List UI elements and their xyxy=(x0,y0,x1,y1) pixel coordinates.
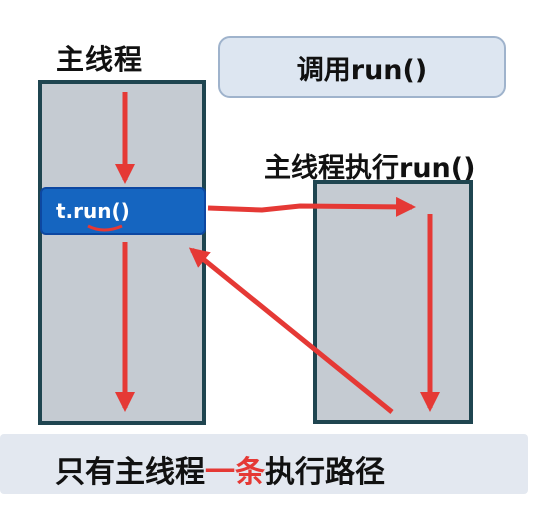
arrow-call-to-run xyxy=(207,196,416,217)
arrow-return xyxy=(188,247,394,414)
footer-before: 只有主线程 xyxy=(55,455,205,490)
call-box-label: t.run() xyxy=(56,199,130,223)
call-underline xyxy=(87,224,123,232)
footer-banner xyxy=(0,434,528,494)
call-run-badge-label: 调用run() xyxy=(296,54,428,86)
side-thread-title: 主线程执行run() xyxy=(264,153,476,184)
footer-highlight: 一条 xyxy=(205,455,265,490)
call-run-badge: 调用run() xyxy=(218,36,506,98)
call-box: t.run() xyxy=(40,187,206,235)
main-thread-box xyxy=(38,80,206,425)
footer-caption: 只有主线程一条执行路径 xyxy=(55,447,385,491)
run-execution-box xyxy=(313,180,473,424)
main-thread-title: 主线程 xyxy=(56,43,144,76)
footer-after: 执行路径 xyxy=(265,455,385,490)
